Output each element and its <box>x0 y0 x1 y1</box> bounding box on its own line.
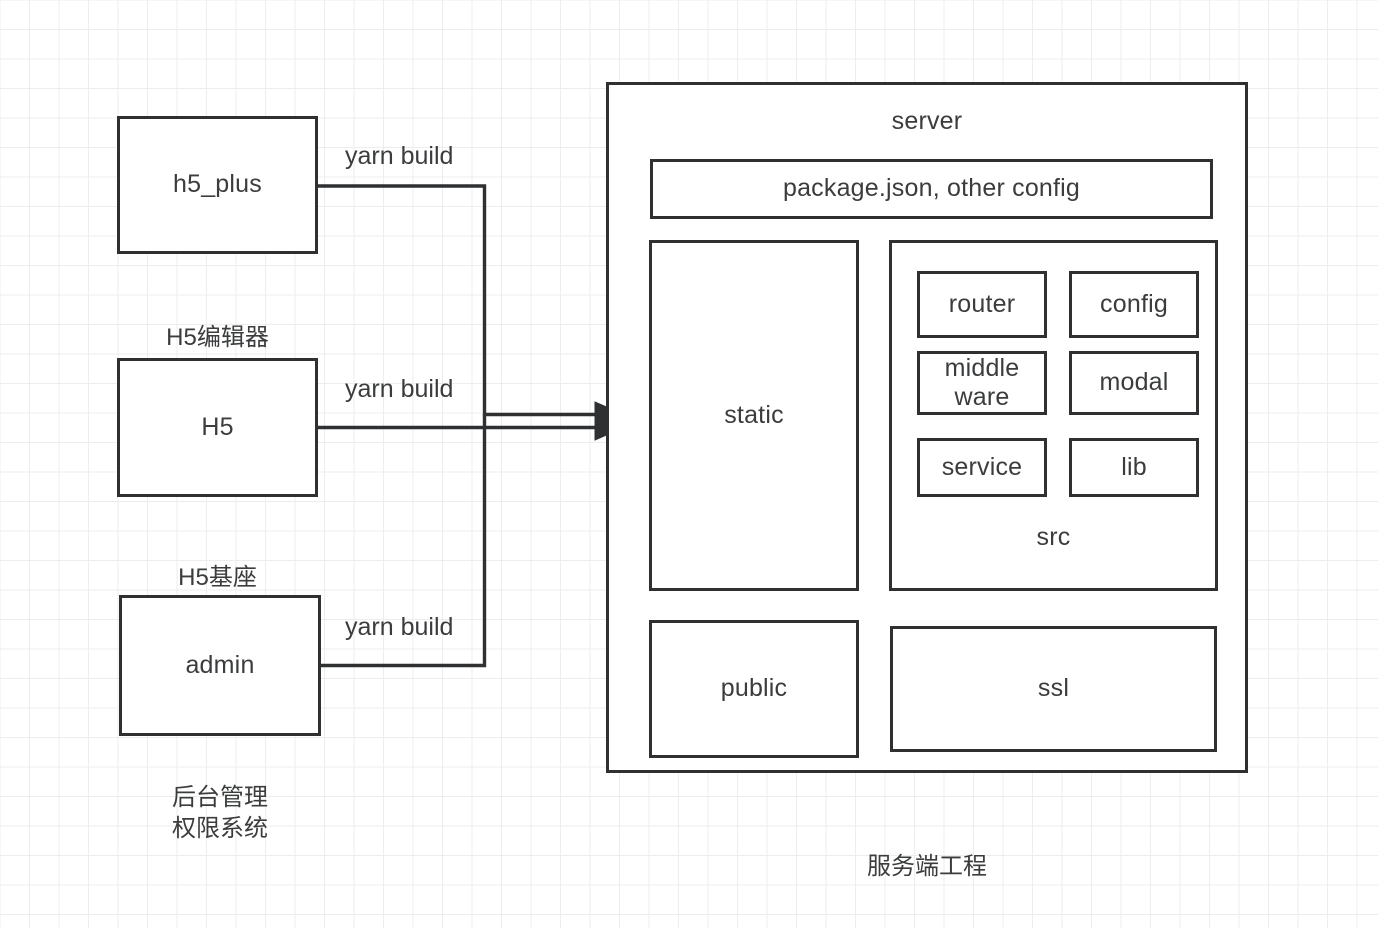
node-h5-plus-label: h5_plus <box>173 170 262 199</box>
src-title: src <box>892 523 1215 553</box>
caption-server: 服务端工程 <box>606 822 1248 883</box>
caption-server-text: 服务端工程 <box>867 853 987 881</box>
node-modal[interactable]: modal <box>1069 351 1199 415</box>
node-router[interactable]: router <box>917 271 1047 338</box>
caption-h5-text: H5基座 <box>178 564 257 592</box>
node-public[interactable]: public <box>649 620 859 758</box>
edge-label-h5-plus-text: yarn build <box>345 142 454 170</box>
node-middleware[interactable]: middle ware <box>917 351 1047 415</box>
caption-admin: 后台管理 权限系统 <box>119 753 321 844</box>
node-admin-label: admin <box>185 650 255 679</box>
edge-label-admin-text: yarn build <box>345 613 454 641</box>
node-service-label: service <box>941 452 1023 481</box>
node-admin[interactable]: admin <box>119 595 321 736</box>
node-middleware-label: middle ware <box>944 353 1020 412</box>
caption-h5-plus-text: H5编辑器 <box>166 324 269 352</box>
node-h5-label: H5 <box>201 412 234 441</box>
node-modal-label: modal <box>1099 368 1169 397</box>
node-package-config[interactable]: package.json, other config <box>650 159 1213 219</box>
node-src-container[interactable]: router config middle ware modal service … <box>889 240 1218 591</box>
node-public-label: public <box>720 674 788 703</box>
edge-label-admin: yarn build <box>345 613 453 642</box>
caption-admin-text: 后台管理 权限系统 <box>172 784 268 842</box>
src-title-text: src <box>1036 523 1071 551</box>
node-config-label: config <box>1100 289 1168 318</box>
node-ssl-label: ssl <box>1037 674 1070 703</box>
node-lib[interactable]: lib <box>1069 438 1199 497</box>
node-router-label: router <box>948 289 1016 318</box>
node-h5-plus[interactable]: h5_plus <box>117 116 318 254</box>
edge-label-h5: yarn build <box>345 375 453 404</box>
edge-label-h5-plus: yarn build <box>345 142 453 171</box>
server-title: server <box>609 107 1245 137</box>
caption-h5: H5基座 <box>117 533 318 594</box>
edge-label-h5-text: yarn build <box>345 375 454 403</box>
server-title-text: server <box>891 107 963 135</box>
node-package-config-label: package.json, other config <box>782 174 1081 203</box>
node-service[interactable]: service <box>917 438 1047 497</box>
node-static[interactable]: static <box>649 240 859 591</box>
caption-h5-plus: H5编辑器 <box>117 293 318 354</box>
node-lib-label: lib <box>1121 452 1147 481</box>
node-ssl[interactable]: ssl <box>890 626 1217 752</box>
node-h5[interactable]: H5 <box>117 358 318 497</box>
node-server-container[interactable]: server package.json, other config static… <box>606 82 1248 773</box>
node-config[interactable]: config <box>1069 271 1199 338</box>
node-static-label: static <box>724 400 784 429</box>
